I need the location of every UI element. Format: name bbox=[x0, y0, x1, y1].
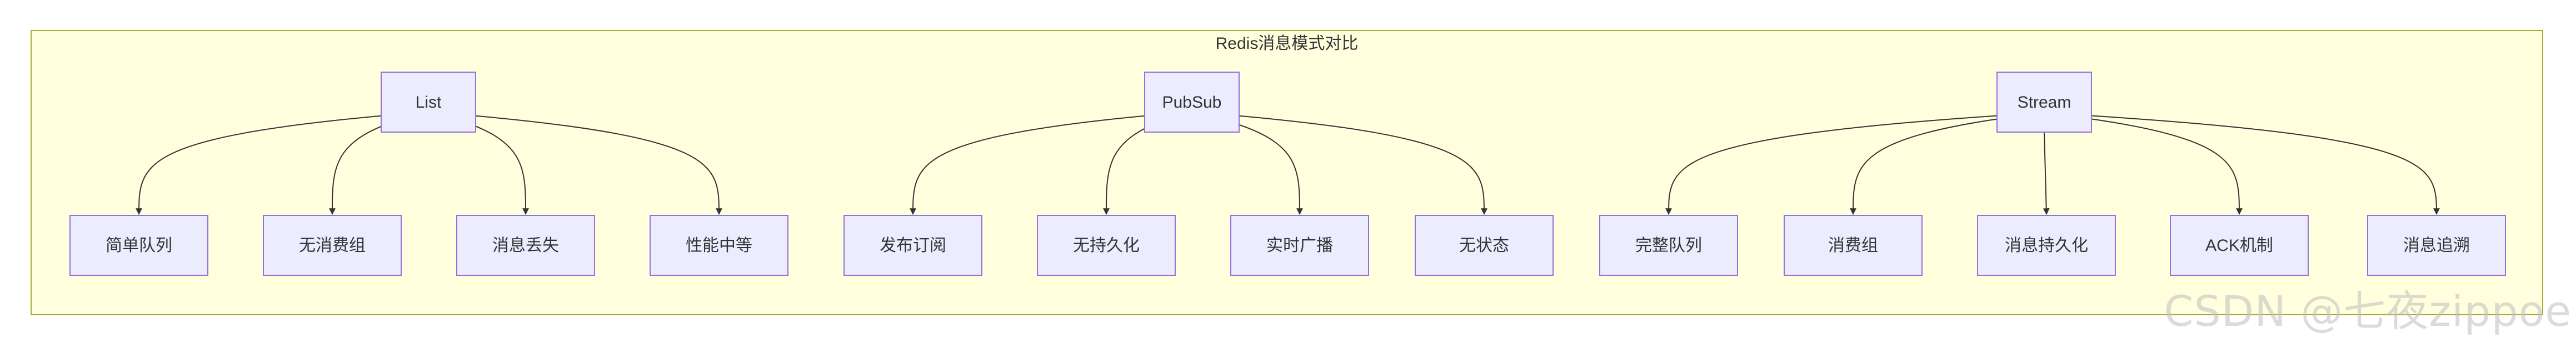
child-node-stream-1-label: 消费组 bbox=[1828, 236, 1878, 255]
child-node-stream-1: 消费组 bbox=[1784, 215, 1923, 276]
child-node-list-3: 性能中等 bbox=[650, 215, 788, 276]
child-node-stream-4-box bbox=[2367, 215, 2506, 276]
child-node-list-3-label: 性能中等 bbox=[686, 236, 752, 255]
child-node-list-1: 无消费组 bbox=[263, 215, 402, 276]
child-node-stream-3-box bbox=[2170, 215, 2309, 276]
edge-stream-2 bbox=[2043, 132, 2050, 215]
group-title: Redis消息模式对比 bbox=[1216, 34, 1359, 53]
child-node-pubsub-1-label: 无持久化 bbox=[1073, 236, 1140, 255]
root-node-stream-label: Stream bbox=[2018, 93, 2071, 112]
edge-stream-0 bbox=[1665, 115, 2002, 215]
root-node-pubsub-label: PubSub bbox=[1162, 93, 1222, 112]
child-node-pubsub-3-label: 无状态 bbox=[1459, 236, 1509, 255]
edge-stream-1 bbox=[1850, 115, 2023, 215]
root-node-pubsub-box bbox=[1144, 72, 1240, 133]
child-node-pubsub-1: 无持久化 bbox=[1037, 215, 1176, 276]
child-node-pubsub-2: 实时广播 bbox=[1230, 215, 1369, 276]
child-node-pubsub-1-box bbox=[1037, 215, 1176, 276]
child-node-list-2: 消息丢失 bbox=[456, 215, 595, 276]
root-node-stream: Stream bbox=[1996, 72, 2092, 133]
child-node-list-2-box bbox=[456, 215, 595, 276]
child-node-list-1-label: 无消费组 bbox=[299, 236, 366, 255]
nodes-layer: List 简单队列 无消费组 消息丢失 性能中等 PubSub 发布订阅 无持久化 实时广播 无状… bbox=[69, 72, 2506, 276]
root-node-stream-box bbox=[1996, 72, 2092, 133]
child-node-pubsub-3: 无状态 bbox=[1415, 215, 1554, 276]
root-node-list-box bbox=[381, 72, 476, 133]
child-node-stream-0-label: 完整队列 bbox=[1635, 236, 1702, 255]
child-node-list-0-label: 简单队列 bbox=[106, 236, 172, 255]
child-node-pubsub-0: 发布订阅 bbox=[843, 215, 982, 276]
root-node-list-label: List bbox=[416, 93, 442, 112]
child-node-stream-1-box bbox=[1784, 215, 1923, 276]
child-node-list-2-label: 消息丢失 bbox=[492, 236, 559, 255]
child-node-pubsub-0-box bbox=[843, 215, 982, 276]
root-node-list: List bbox=[381, 72, 476, 133]
edge-stream-4 bbox=[2086, 115, 2440, 215]
edge-pubsub-3 bbox=[1234, 115, 1487, 215]
child-node-list-3-box bbox=[650, 215, 788, 276]
root-node-pubsub: PubSub bbox=[1144, 72, 1240, 133]
child-node-stream-4: 消息追溯 bbox=[2367, 215, 2506, 276]
child-node-stream-3: ACK机制 bbox=[2170, 215, 2309, 276]
edge-pubsub-0 bbox=[910, 115, 1150, 215]
edge-list-0 bbox=[136, 115, 386, 215]
child-node-pubsub-2-box bbox=[1230, 215, 1369, 276]
child-node-pubsub-3-box bbox=[1415, 215, 1554, 276]
child-node-list-0-box bbox=[69, 215, 208, 276]
child-node-stream-4-label: 消息追溯 bbox=[2403, 236, 2470, 255]
child-node-list-0: 简单队列 bbox=[69, 215, 208, 276]
child-node-stream-0-box bbox=[1599, 215, 1738, 276]
child-node-pubsub-2-label: 实时广播 bbox=[1266, 236, 1333, 255]
child-node-stream-2-box bbox=[1977, 215, 2116, 276]
edge-stream-3 bbox=[2065, 115, 2243, 215]
child-node-stream-2: 消息持久化 bbox=[1977, 215, 2116, 276]
child-node-list-1-box bbox=[263, 215, 402, 276]
child-node-stream-2-label: 消息持久化 bbox=[2005, 236, 2088, 255]
child-node-stream-0: 完整队列 bbox=[1599, 215, 1738, 276]
edge-list-3 bbox=[471, 115, 722, 215]
watermark: CSDN @七夜zippoe bbox=[2164, 286, 2572, 336]
child-node-pubsub-0-label: 发布订阅 bbox=[880, 236, 946, 255]
child-node-stream-3-label: ACK机制 bbox=[2205, 236, 2273, 255]
